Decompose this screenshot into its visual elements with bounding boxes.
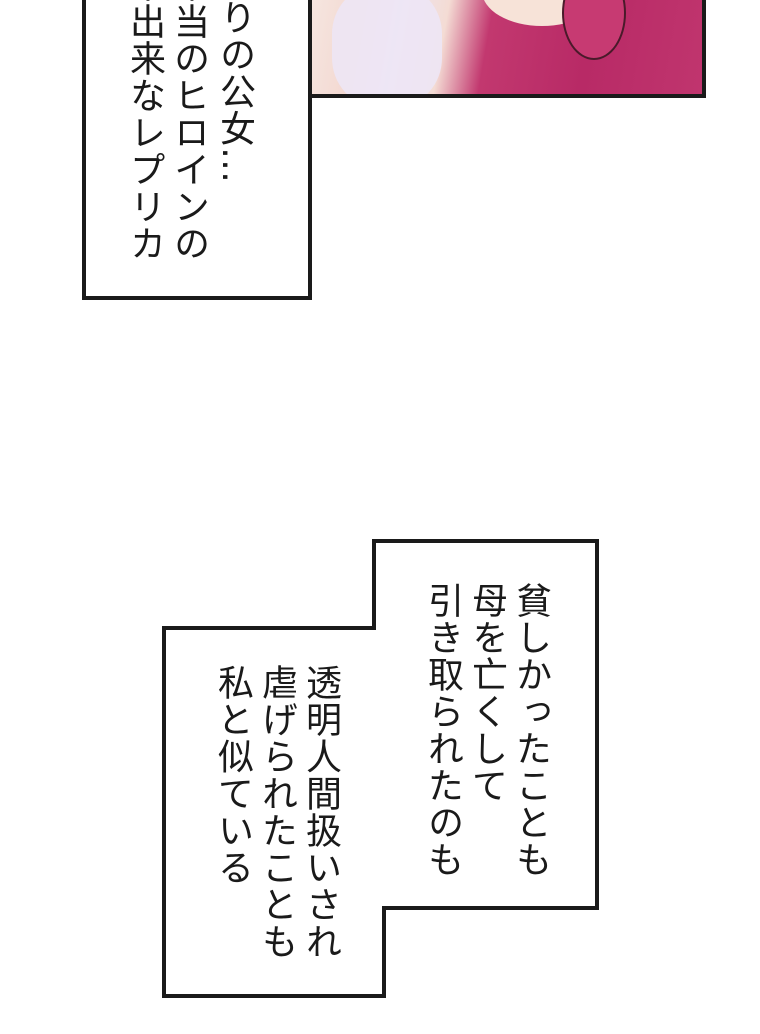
caption-line: 母を亡くして bbox=[466, 582, 507, 804]
caption-line: 不出来なレプリカ bbox=[124, 0, 165, 262]
caption-box-top: 偽りの公女… 本当のヒロインの 不出来なレプリカ bbox=[82, 0, 312, 300]
caption-line: 透明人間扱いされ bbox=[300, 664, 341, 960]
caption-line: 引き取られたのも bbox=[422, 582, 463, 878]
caption-line: 本当のヒロインの bbox=[168, 0, 209, 262]
frilled-collar bbox=[332, 0, 442, 94]
caption-line: 偽りの公女… bbox=[214, 0, 255, 184]
caption-line: 虐げられたことも bbox=[256, 664, 297, 960]
comic-panel-illustration bbox=[308, 0, 706, 98]
caption-line: 貧しかったことも bbox=[510, 582, 551, 878]
caption-line: 私と似ている bbox=[212, 664, 253, 886]
